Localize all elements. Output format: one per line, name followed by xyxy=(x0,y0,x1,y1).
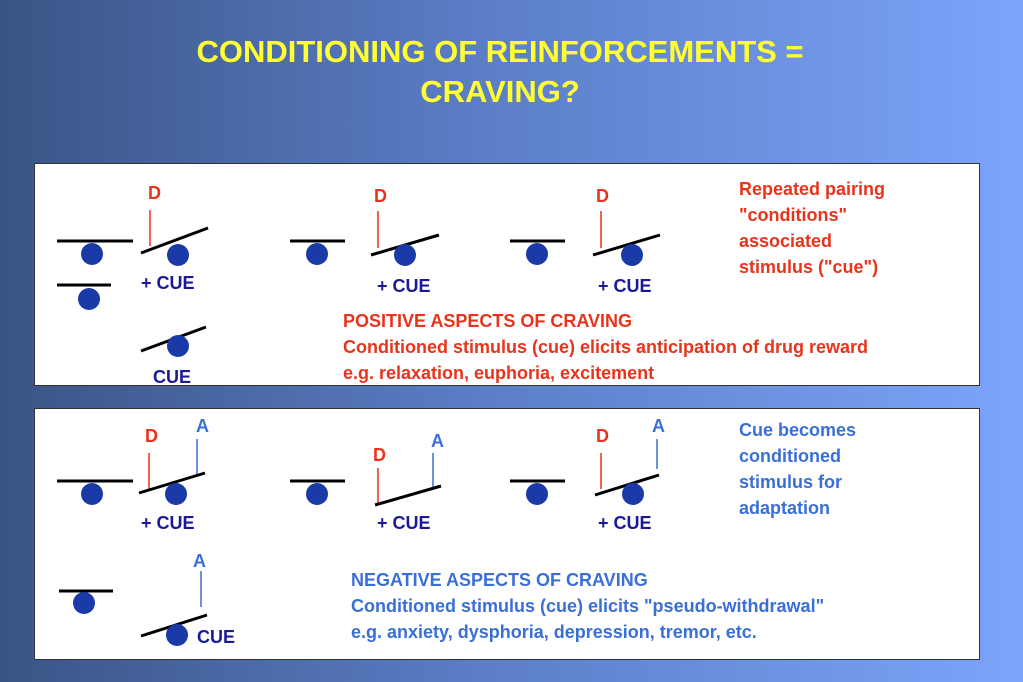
tilted-beam xyxy=(140,226,209,255)
positive-aspects-heading: POSITIVE ASPECTS OF CRAVING xyxy=(343,311,633,331)
baseline-ball xyxy=(526,243,548,265)
cue-label: CUE xyxy=(197,627,235,647)
drug-label: D xyxy=(374,186,387,206)
negative-aspects-examples: e.g. anxiety, dysphoria, depression, tre… xyxy=(351,622,757,642)
cue-ball xyxy=(167,335,189,357)
tilted-ball xyxy=(394,244,416,266)
baseline-ball xyxy=(306,483,328,505)
adaptation-label: A xyxy=(652,416,665,436)
positive-aspects-examples: e.g. relaxation, euphoria, excitement xyxy=(343,363,655,383)
drug-label: D xyxy=(145,426,158,446)
note-line: Cue becomes xyxy=(739,420,857,440)
title-line-1: CONDITIONING OF REINFORCEMENTS = xyxy=(196,34,804,69)
adaptation-label: A xyxy=(431,431,444,451)
note-line: associated xyxy=(739,231,833,251)
tilted-beam xyxy=(138,471,206,495)
baseline-ball-2 xyxy=(78,288,100,310)
positive-craving-diagram: D + CUE CUE D + CUE D + CUE xyxy=(57,183,661,387)
plus-cue-label: + CUE xyxy=(377,513,431,533)
negative-craving-diagram: D A + CUE D A + CUE D A + CUE A CUE xyxy=(57,416,665,647)
positive-craving-panel: D + CUE CUE D + CUE D + CUE Repeated pai… xyxy=(34,163,980,387)
note-line: conditioned xyxy=(739,446,841,466)
plus-cue-label: + CUE xyxy=(141,513,195,533)
tilted-ball xyxy=(621,244,643,266)
drug-label: D xyxy=(596,186,609,206)
drug-label: D xyxy=(148,183,161,203)
negative-aspects-heading: NEGATIVE ASPECTS OF CRAVING xyxy=(351,570,648,590)
note-line: Repeated pairing xyxy=(739,179,886,199)
plus-cue-label: + CUE xyxy=(598,513,652,533)
plus-cue-label: + CUE xyxy=(141,273,195,293)
cue-label: CUE xyxy=(153,367,191,387)
adaptation-label: A xyxy=(196,416,209,436)
plus-cue-label: + CUE xyxy=(377,276,431,296)
drug-label: D xyxy=(373,445,386,465)
drug-label: D xyxy=(596,426,609,446)
adaptation-label: A xyxy=(193,551,206,571)
positive-aspects-desc: Conditioned stimulus (cue) elicits antic… xyxy=(343,337,869,357)
positive-aspects-text: POSITIVE ASPECTS OF CRAVING Conditioned … xyxy=(343,308,868,386)
title-line-2: CRAVING? xyxy=(420,74,580,109)
baseline-ball xyxy=(306,243,328,265)
slide-title: CONDITIONING OF REINFORCEMENTS = CRAVING… xyxy=(0,32,1000,112)
baseline-ball xyxy=(73,592,95,614)
conditioning-note: Repeated pairing "conditions" associated… xyxy=(739,176,885,280)
baseline-ball xyxy=(526,483,548,505)
tilted-ball xyxy=(622,483,644,505)
tilted-ball xyxy=(165,483,187,505)
cue-ball xyxy=(166,624,188,646)
adaptation-note: Cue becomes conditioned stimulus for ada… xyxy=(739,417,856,521)
plus-cue-label: + CUE xyxy=(598,276,652,296)
note-line: adaptation xyxy=(739,498,831,518)
flat-beam xyxy=(374,484,442,507)
tilted-ball xyxy=(167,244,189,266)
note-line: stimulus ("cue") xyxy=(739,257,879,277)
baseline-ball xyxy=(81,483,103,505)
note-line: "conditions" xyxy=(739,205,848,225)
negative-craving-panel: D A + CUE D A + CUE D A + CUE A CUE xyxy=(34,408,980,660)
negative-aspects-desc: Conditioned stimulus (cue) elicits "pseu… xyxy=(351,596,825,616)
negative-aspects-text: NEGATIVE ASPECTS OF CRAVING Conditioned … xyxy=(351,567,824,645)
baseline-ball xyxy=(81,243,103,265)
tilted-beam xyxy=(592,233,661,257)
note-line: stimulus for xyxy=(739,472,843,492)
